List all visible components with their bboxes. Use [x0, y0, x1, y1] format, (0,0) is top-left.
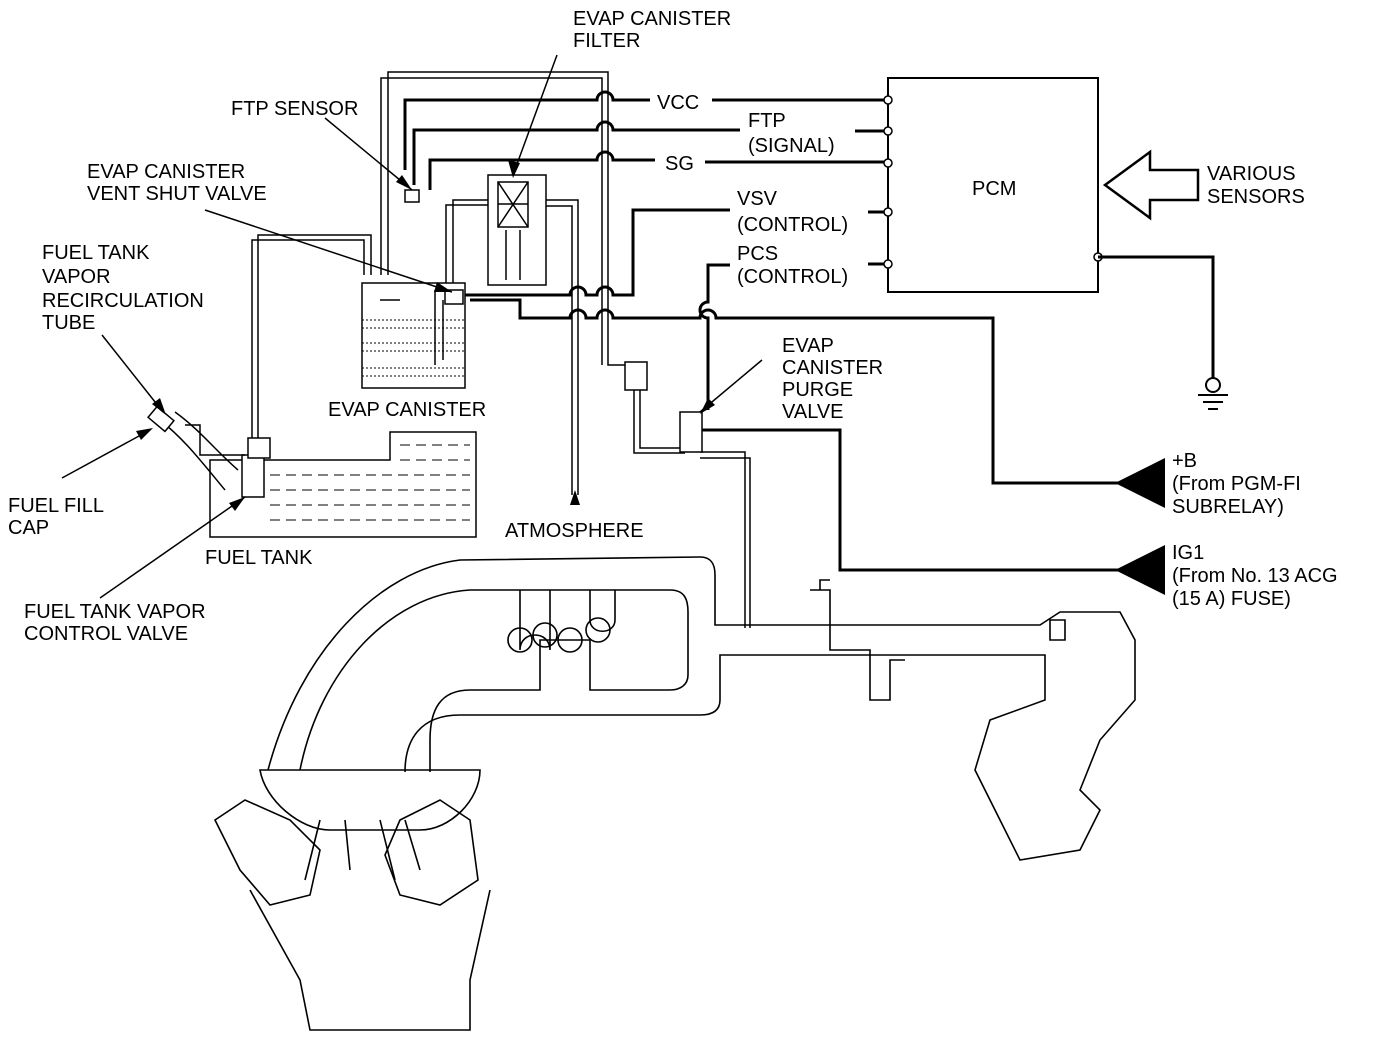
plus-b-terminal-icon [1115, 458, 1165, 508]
ig1-terminal-icon [1115, 545, 1165, 595]
purge-valve-icon [624, 361, 703, 453]
label-plus-b-2: (From PGM-FI [1172, 473, 1301, 495]
label-vapor-valve-2: CONTROL VALVE [24, 623, 188, 645]
label-ig1-3: (15 A) FUSE) [1172, 588, 1291, 610]
label-vapor-valve-1: FUEL TANK VAPOR [24, 601, 206, 623]
label-canister-filter-2: FILTER [573, 30, 640, 52]
pcm-box [887, 77, 1099, 293]
atmosphere-arrow-icon [570, 490, 580, 505]
label-recirc-4: TUBE [42, 312, 95, 334]
label-evap-canister: EVAP CANISTER [328, 399, 486, 421]
label-vsv-1: VSV [737, 188, 778, 210]
label-sensors-1: VARIOUS [1207, 163, 1296, 185]
hoses [251, 71, 751, 628]
label-fill-cap-2: CAP [8, 517, 49, 539]
label-atmosphere: ATMOSPHERE [505, 520, 644, 542]
various-sensors-arrow-icon [1102, 149, 1200, 221]
label-recirc-2: VAPOR [42, 266, 111, 288]
pcm-terminals [883, 95, 1103, 269]
label-ig1-1: IG1 [1172, 542, 1204, 564]
label-canister-filter-1: EVAP CANISTER [573, 8, 731, 30]
label-sg: SG [665, 153, 694, 175]
evap-canister-icon [361, 282, 466, 389]
label-vent-shut-2: VENT SHUT VALVE [87, 183, 267, 205]
label-ftp-1: FTP [748, 110, 786, 132]
wiring [403, 90, 1120, 572]
ground-icon [1098, 255, 1228, 410]
label-ftp-sensor: FTP SENSOR [231, 98, 358, 120]
label-fill-cap-1: FUEL FILL [8, 495, 104, 517]
label-ftp-2: (SIGNAL) [748, 135, 835, 157]
label-fuel-tank: FUEL TANK [205, 547, 313, 569]
label-pcm: PCM [972, 178, 1016, 200]
label-plus-b-3: SUBRELAY) [1172, 496, 1284, 518]
label-ig1-2: (From No. 13 ACG [1172, 565, 1338, 587]
label-purge-2: CANISTER [782, 357, 883, 379]
label-pcs-2: (CONTROL) [737, 266, 848, 288]
label-sensors-2: SENSORS [1207, 186, 1305, 208]
label-vsv-2: (CONTROL) [737, 214, 848, 236]
evap-canister-filter [487, 174, 547, 286]
label-purge-3: PURGE [782, 379, 853, 401]
fuel-tank-icon [209, 431, 477, 538]
label-recirc-3: RECIRCULATION [42, 290, 204, 312]
label-purge-1: EVAP [782, 335, 834, 357]
label-vent-shut-1: EVAP CANISTER [87, 161, 245, 183]
ftp-sensor-icon [404, 189, 420, 203]
label-purge-4: VALVE [782, 401, 844, 423]
label-plus-b-1: +B [1172, 450, 1197, 472]
label-vcc: VCC [657, 92, 699, 114]
label-recirc-1: FUEL TANK [42, 242, 150, 264]
label-pcs-1: PCS [737, 243, 778, 265]
engine-intake-icon [213, 556, 1136, 1031]
